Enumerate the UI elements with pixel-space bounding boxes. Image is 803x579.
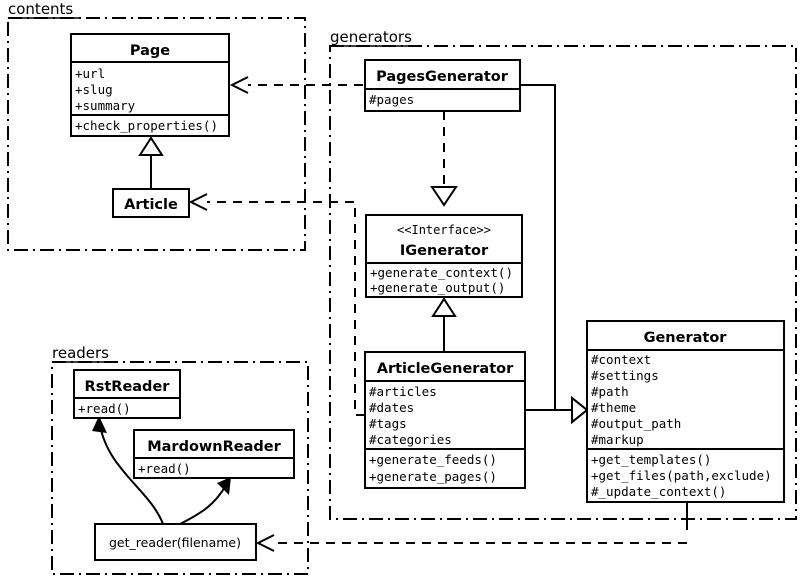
edge-articlegenerator-extends-generator [525, 395, 589, 425]
package-contents-border [7, 17, 306, 251]
class-generator[interactable]: Generator #context #settings #path #them… [586, 320, 785, 503]
class-pagesgenerator-attr-pages: #pages [369, 92, 414, 107]
class-article[interactable]: Article [112, 188, 190, 218]
class-page[interactable]: Page +url +slug +summary +check_properti… [70, 33, 230, 137]
class-generator-method-get-templates: +get_templates() [591, 452, 711, 467]
class-igenerator-method-generate-output: +generate_output() [370, 280, 505, 295]
class-rstreader[interactable]: RstReader +read() [73, 369, 181, 419]
edge-getreader-returns-mardownreader [179, 477, 231, 525]
function-get-reader-label: get_reader(filename) [109, 535, 241, 550]
class-pagesgenerator-name: PagesGenerator [376, 69, 509, 85]
class-rstreader-name: RstReader [85, 379, 171, 395]
class-mardownreader-method-read: +read() [138, 461, 191, 476]
class-page-method-check-properties: +check_properties() [75, 118, 218, 133]
class-pagesgenerator[interactable]: PagesGenerator #pages [364, 59, 521, 112]
package-contents: contents [7, 0, 306, 251]
edge-pagesgenerator-extends-generator [520, 84, 589, 425]
class-articlegenerator-attr-categories: #categories [369, 432, 452, 447]
class-generator-method-get-files: +get_files(path,exclude) [591, 468, 772, 483]
edge-articlegenerator-depends-article [188, 193, 365, 416]
class-rstreader-method-read: +read() [78, 401, 131, 416]
class-articlegenerator-attr-articles: #articles [369, 384, 437, 399]
edge-generator-depends-getreader [255, 502, 688, 552]
class-igenerator-method-generate-context: +generate_context() [370, 265, 513, 280]
package-generators-label: generators [330, 28, 412, 46]
class-page-attr-summary: +summary [75, 98, 136, 113]
class-generator-name: Generator [644, 330, 728, 346]
class-generator-method-update-context: #_update_context() [591, 484, 726, 499]
package-contents-label: contents [8, 0, 73, 18]
edge-articlegenerator-extends-igenerator [431, 297, 457, 352]
package-readers-border [51, 361, 309, 575]
class-igenerator-name: IGenerator [400, 243, 489, 259]
edge-pagesgenerator-realizes-igenerator [430, 111, 458, 207]
class-generator-attr-output-path: #output_path [591, 416, 681, 431]
class-page-name: Page [130, 43, 170, 59]
class-igenerator-stereotype: <<Interface>> [397, 223, 491, 237]
package-readers: readers [51, 344, 309, 575]
class-mardownreader[interactable]: MardownReader +read() [133, 429, 295, 479]
package-readers-label: readers [52, 344, 109, 362]
class-generator-attr-path: #path [591, 384, 629, 399]
class-articlegenerator-attr-tags: #tags [369, 416, 407, 431]
class-generator-attr-settings: #settings [591, 368, 659, 383]
class-page-attr-slug: +slug [75, 82, 113, 97]
class-mardownreader-name: MardownReader [147, 439, 281, 455]
class-articlegenerator-method-generate-pages: +generate_pages() [369, 469, 497, 484]
class-articlegenerator-name: ArticleGenerator [377, 361, 514, 377]
edge-article-extends-page [138, 136, 164, 189]
edge-getreader-returns-rstreader [92, 416, 164, 525]
class-articlegenerator-method-generate-feeds: +generate_feeds() [369, 452, 497, 467]
package-generators: generators [329, 28, 797, 520]
class-page-attr-url: +url [75, 66, 105, 81]
function-get-reader[interactable]: get_reader(filename) [94, 523, 257, 561]
edge-pagesgenerator-depends-page [229, 76, 363, 94]
package-generators-border [329, 45, 797, 520]
class-articlegenerator[interactable]: ArticleGenerator #articles #dates #tags … [364, 351, 526, 489]
class-article-name: Article [124, 197, 178, 213]
class-articlegenerator-attr-dates: #dates [369, 400, 414, 415]
class-generator-attr-theme: #theme [591, 400, 636, 415]
class-generator-attr-markup: #markup [591, 432, 644, 447]
class-igenerator[interactable]: <<Interface>> IGenerator +generate_conte… [365, 214, 523, 298]
class-generator-attr-context: #context [591, 352, 651, 367]
